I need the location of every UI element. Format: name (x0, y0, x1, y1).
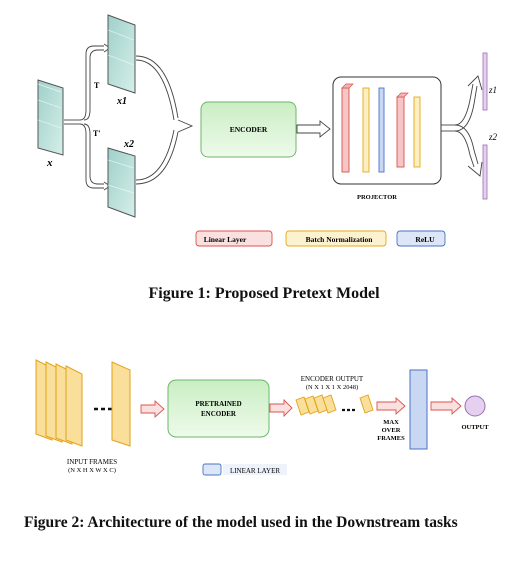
encoder-to-projector-arrow (296, 120, 331, 138)
downstream-linear-layer (409, 369, 428, 450)
encoder-to-features-arrow (269, 398, 293, 418)
output-z1-label: z1 (488, 85, 497, 95)
projector-relu-1 (378, 87, 385, 173)
split-connector (64, 43, 111, 191)
output-z2-label: z2 (488, 132, 498, 142)
projector-linear-1 (341, 87, 350, 173)
input-frames-label: INPUT FRAMES (67, 458, 117, 466)
projector-layers (341, 83, 421, 173)
output-z1-vector (482, 52, 488, 111)
encoder-output-features (295, 394, 374, 416)
encoder-block (200, 101, 297, 158)
input-frames-dims: (N X H X W X C) (68, 467, 116, 474)
encoder-output-label: ENCODER OUTPUT (301, 375, 364, 383)
legend-batchnorm-label: Batch Normalization (306, 235, 374, 244)
view-x1-label: x1 (116, 96, 127, 107)
legend-batchnorm-swatch (285, 230, 387, 247)
output-z2-vector (482, 144, 488, 200)
features-to-linear-arrow (376, 396, 406, 416)
frames-to-encoder-arrow (140, 399, 165, 419)
pretrained-encoder-block (167, 379, 270, 438)
projector-batchnorm-1 (362, 87, 370, 173)
linear-to-output-arrow (430, 396, 462, 416)
projector-to-outputs-arrow (441, 75, 483, 177)
augmented-view-x1 (107, 14, 136, 94)
legend-relu-label: ReLU (415, 235, 435, 244)
projector-label: PROJECTOR (357, 194, 397, 201)
figure-2-downstream-model: INPUT FRAMES (N X H X W X C) PRETRAINED … (35, 359, 489, 476)
view-x2-label: x2 (123, 139, 134, 150)
figure-1-caption: Figure 1: Proposed Pretext Model (148, 285, 380, 302)
transform-t-label: T (94, 81, 100, 90)
transform-t-prime-label: T' (93, 129, 101, 138)
legend-relu-swatch (396, 230, 446, 247)
legend-linear-layer-swatch (202, 463, 222, 476)
legend-linear-swatch (195, 230, 273, 247)
merge-connector (135, 55, 194, 185)
legend-linear-layer-bg (223, 464, 287, 475)
max-over-frames-line2: OVER (382, 427, 401, 434)
input-x-label: x (46, 157, 53, 169)
augmented-view-x2 (107, 147, 136, 218)
legend-linear-label: Linear Layer (204, 235, 247, 244)
output-node (464, 395, 486, 417)
encoder-label: ENCODER (230, 125, 268, 134)
figure-1-pretext-model: x T T' x1 x2 (37, 14, 498, 247)
figure-2-caption: Figure 2: Architecture of the model used… (24, 514, 458, 531)
projector-batchnorm-2 (413, 96, 421, 168)
pretrained-encoder-label-line2: ENCODER (201, 410, 237, 418)
output-label: OUTPUT (461, 424, 489, 431)
figure-1-legend: Linear Layer Batch Normalization ReLU (195, 230, 446, 247)
input-frames-stack (35, 359, 131, 447)
legend-linear-layer-label: LINEAR LAYER (230, 467, 280, 475)
projector-linear-2 (396, 96, 405, 168)
max-over-frames-line3: FRAMES (377, 435, 405, 442)
input-image-x (37, 79, 64, 156)
encoder-output-dims: (N X 1 X 1 X 2048) (306, 384, 358, 391)
pretrained-encoder-label-line1: PRETRAINED (195, 400, 241, 408)
max-over-frames-line1: MAX (383, 419, 399, 426)
